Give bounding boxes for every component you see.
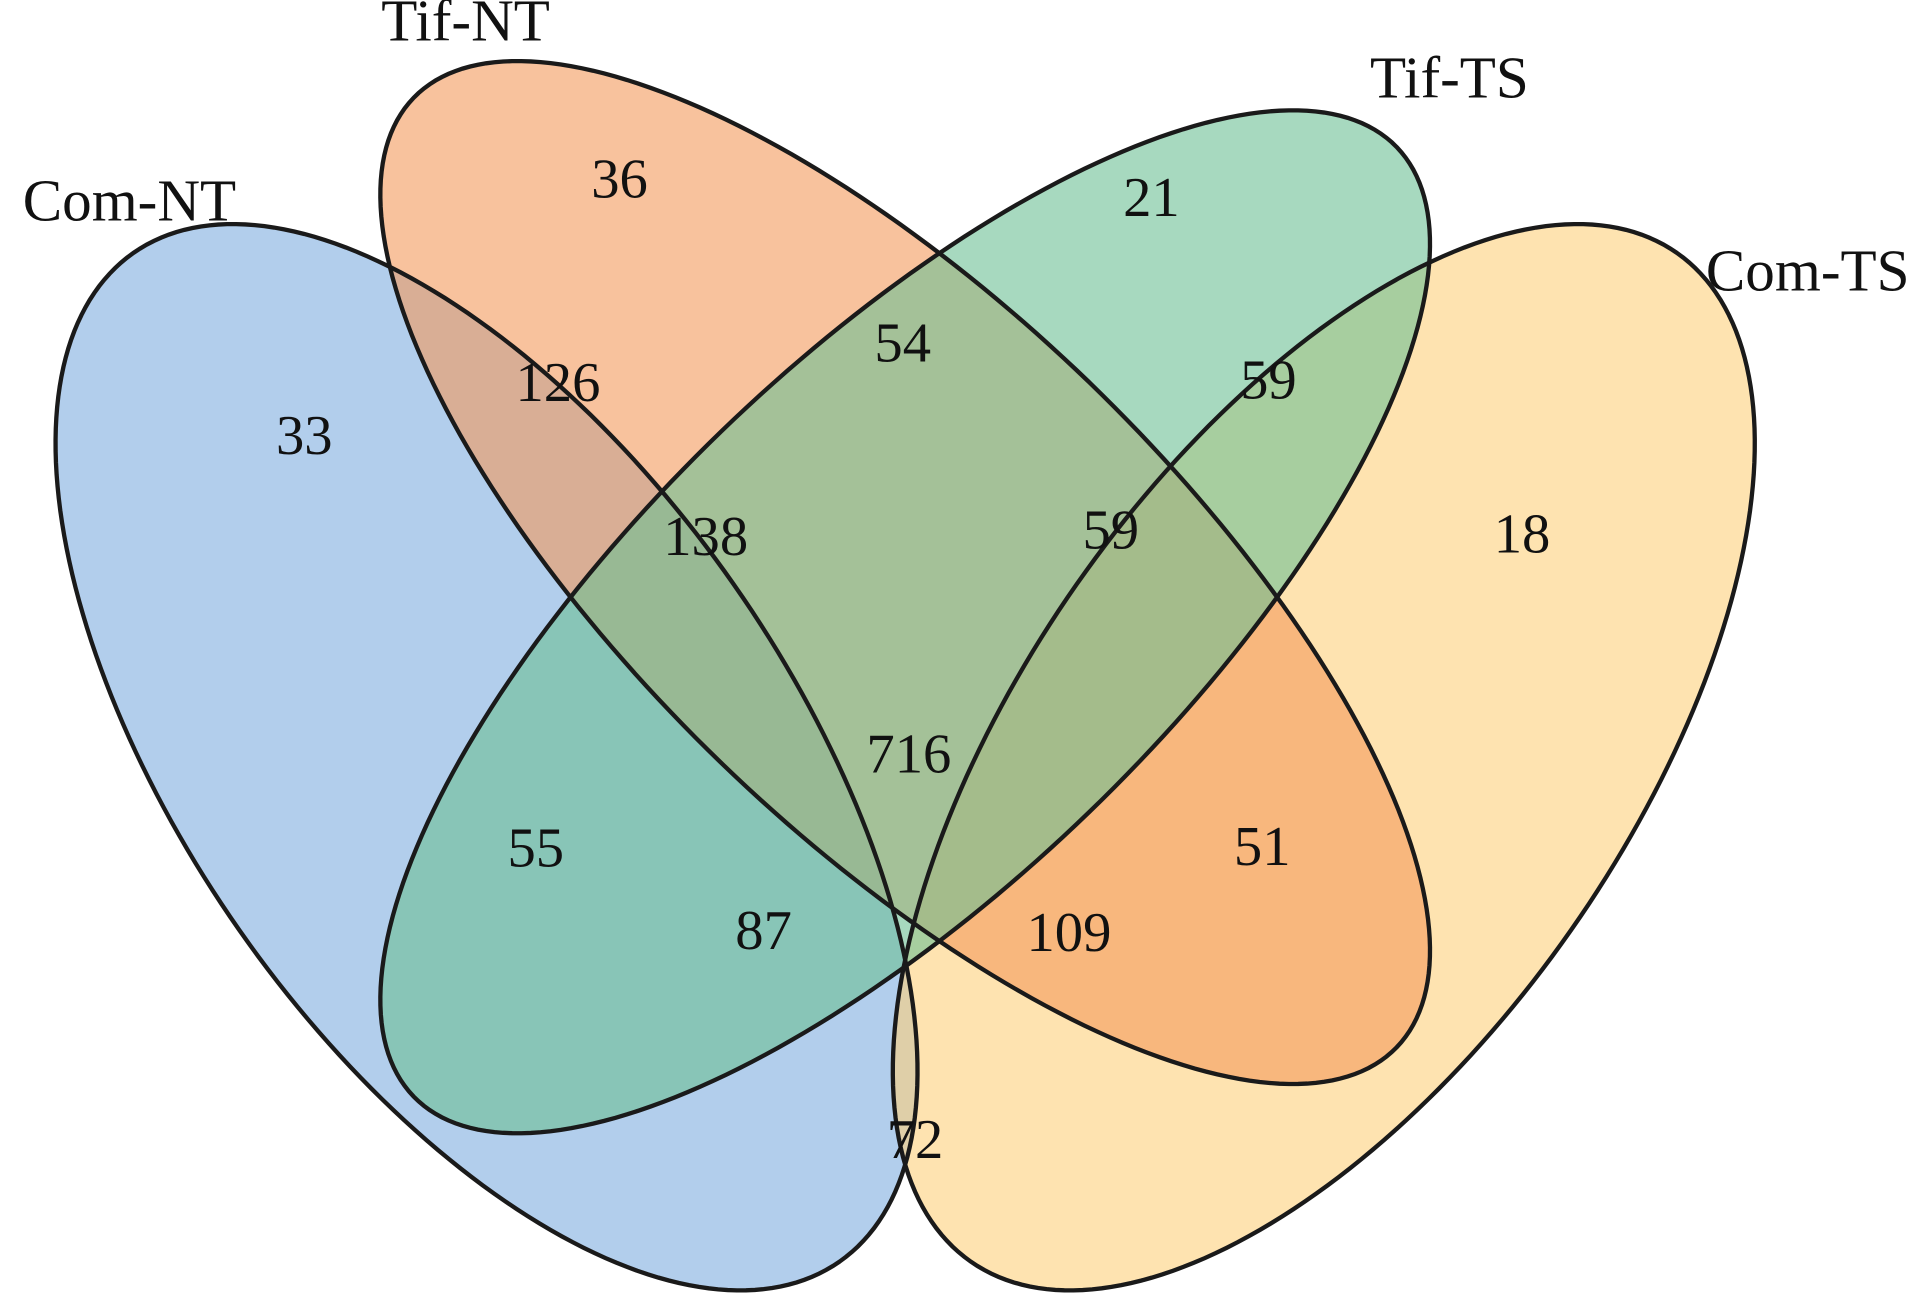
set-outline-com-nt — [53, 221, 920, 1293]
set-label-tif-nt: Tif-NT — [381, 0, 550, 54]
set-label-com-ts: Com-TS — [1706, 238, 1910, 304]
region-count: 87 — [735, 900, 792, 962]
set-outline-tif-nt — [378, 58, 1433, 1087]
region-count: 59 — [1240, 349, 1297, 411]
region-count: 109 — [1026, 902, 1111, 964]
region-count: 51 — [1234, 816, 1291, 878]
region-count: 59 — [1082, 500, 1139, 562]
region-count: 138 — [663, 506, 748, 568]
region-count: 18 — [1494, 503, 1551, 565]
set-label-com-nt: Com-NT — [23, 167, 236, 233]
region-count: 36 — [591, 149, 648, 211]
region-count: 54 — [874, 312, 931, 374]
region-count: 33 — [276, 405, 333, 467]
region-count: 716 — [866, 724, 951, 786]
set-outline-com-ts — [890, 221, 1757, 1293]
set-ellipse-tif-ts — [380, 110, 1430, 1134]
region-count: 126 — [515, 352, 600, 414]
set-outline-tif-ts — [378, 108, 1433, 1136]
region-count: 55 — [507, 817, 564, 879]
region-count: 72 — [887, 1109, 944, 1171]
set-label-tif-ts: Tif-TS — [1370, 44, 1529, 110]
region-count: 21 — [1123, 167, 1180, 229]
